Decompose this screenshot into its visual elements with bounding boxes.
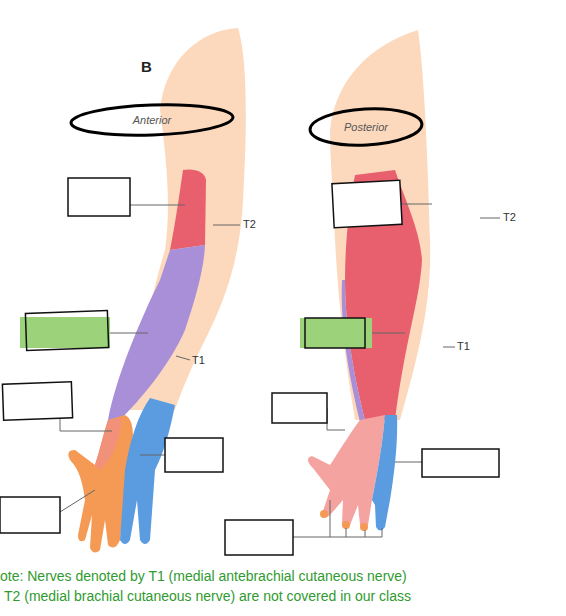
leader-line (176, 356, 190, 360)
leader-lines (60, 204, 500, 537)
answer-box (305, 318, 365, 348)
leader-line (401, 204, 432, 205)
leader-line (130, 205, 185, 206)
answer-highlight (20, 317, 110, 348)
leader-line (293, 500, 382, 537)
leader-line (108, 333, 148, 334)
answer-box (225, 520, 293, 555)
leader-line (140, 455, 165, 456)
leader-line (327, 408, 345, 430)
fingertip-region (360, 523, 368, 531)
answer-box (422, 449, 499, 477)
answer-box (332, 180, 402, 227)
answer-box (165, 438, 223, 472)
answer-boxes (0, 178, 499, 555)
nerve-region (372, 415, 397, 531)
leader-line (370, 333, 405, 334)
nerve-region (170, 169, 206, 250)
note-text: T2 (medial brachial cutaneous nerve) are… (4, 588, 411, 604)
leader-line (213, 225, 240, 226)
dermatome-label: T2 (243, 218, 256, 230)
dermatome-label: T1 (192, 354, 205, 366)
nerve-region (108, 245, 205, 420)
arm-outline (330, 30, 430, 420)
fingertip-region (342, 521, 350, 529)
dermatome-label: T2 (503, 211, 516, 223)
nerve-region (308, 415, 385, 529)
answer-box (2, 382, 72, 420)
leader-line (60, 419, 112, 431)
answer-box (0, 497, 60, 533)
view-label: Anterior (69, 114, 235, 126)
leader-line (480, 218, 500, 219)
nerve-region (342, 280, 365, 422)
fingertip-region (320, 510, 328, 518)
leader-line (443, 347, 455, 348)
view-ellipse: Anterior (69, 103, 235, 137)
view-ellipse: Posterior (308, 107, 424, 147)
view-label: Posterior (308, 121, 424, 133)
dermatome-label: T1 (457, 340, 470, 352)
nerve-region (95, 418, 122, 470)
answer-highlight (300, 318, 372, 348)
note-text: ote: Nerves denoted by T1 (medial antebr… (0, 568, 407, 584)
panel-letter: B (141, 58, 152, 75)
leader-line (395, 462, 422, 463)
answer-box (25, 311, 108, 351)
leader-line (60, 490, 95, 512)
answer-box (272, 393, 327, 423)
answer-box (68, 178, 130, 216)
